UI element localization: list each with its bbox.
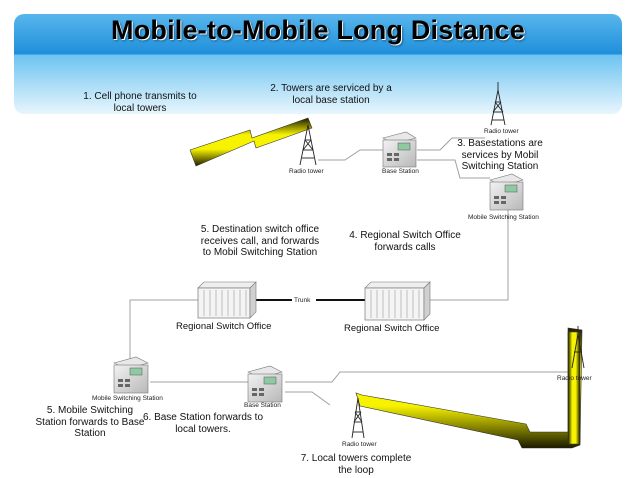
mobile-switching-station-label: Mobile Switching Station bbox=[92, 395, 163, 402]
link-rso-left-to-msc bbox=[129, 299, 198, 362]
mobile-switching-station-label: Mobile Switching Station bbox=[468, 214, 539, 221]
link-msc-to-rso bbox=[430, 210, 509, 301]
link-base-bottom-to-tower bbox=[285, 371, 572, 383]
base-station-bottom-icon bbox=[247, 365, 283, 403]
mobile-switching-station-top-icon bbox=[489, 173, 524, 211]
mobile-switching-station-bottom-icon bbox=[113, 356, 149, 394]
radio-tower-top-right-icon bbox=[490, 82, 506, 126]
connection-lines bbox=[129, 137, 572, 406]
base-station-label: Base Station bbox=[244, 402, 281, 409]
radio-tower-left-icon bbox=[299, 124, 317, 166]
radio-tower-bottom-icon bbox=[351, 397, 365, 439]
diagram-title: Mobile-to-Mobile Long Distance bbox=[111, 15, 525, 45]
radio-tower-label: Radio tower bbox=[342, 441, 377, 448]
step3-note: 3. Basestations are services by Mobil Sw… bbox=[457, 138, 543, 172]
trunk-label-bg bbox=[292, 296, 316, 305]
radio-tower-label: Radio tower bbox=[484, 128, 519, 135]
bottom-lightning-beam bbox=[355, 327, 583, 449]
radio-tower-label: Radio tower bbox=[557, 375, 592, 382]
step6-note: 6. Base Station forwards to local towers… bbox=[142, 412, 264, 435]
step5-msc-note: 5. Mobile Switching Station forwards to … bbox=[35, 405, 145, 439]
radio-tower-right-icon bbox=[571, 326, 585, 369]
title-banner bbox=[14, 14, 622, 114]
link-base-to-tower bbox=[417, 137, 485, 151]
link-tower-to-base bbox=[318, 149, 383, 161]
radio-tower-label: Radio tower bbox=[289, 168, 324, 175]
regional-switch-office-left-icon bbox=[197, 281, 257, 319]
link-base-bottom-down bbox=[285, 391, 331, 406]
base-station-label: Base Station bbox=[382, 168, 419, 175]
step2-note: 2. Towers are serviced by a local base s… bbox=[270, 83, 392, 106]
regional-switch-office-right-icon bbox=[364, 281, 431, 321]
top-lightning-beam bbox=[189, 117, 313, 167]
regional-switch-office-label: Regional Switch Office bbox=[176, 321, 272, 332]
link-base-to-msc bbox=[417, 159, 490, 179]
step1-note: 1. Cell phone transmits to local towers bbox=[83, 91, 197, 114]
step5-destination-note: 5. Destination switch office receives ca… bbox=[200, 224, 320, 258]
step7-note: 7. Local towers complete the loop bbox=[300, 453, 412, 476]
base-station-top-icon bbox=[382, 131, 417, 168]
step4-note: 4. Regional Switch Office forwards calls bbox=[349, 230, 461, 253]
regional-switch-office-label: Regional Switch Office bbox=[344, 323, 440, 334]
trunk-label: Trunk bbox=[294, 297, 311, 304]
